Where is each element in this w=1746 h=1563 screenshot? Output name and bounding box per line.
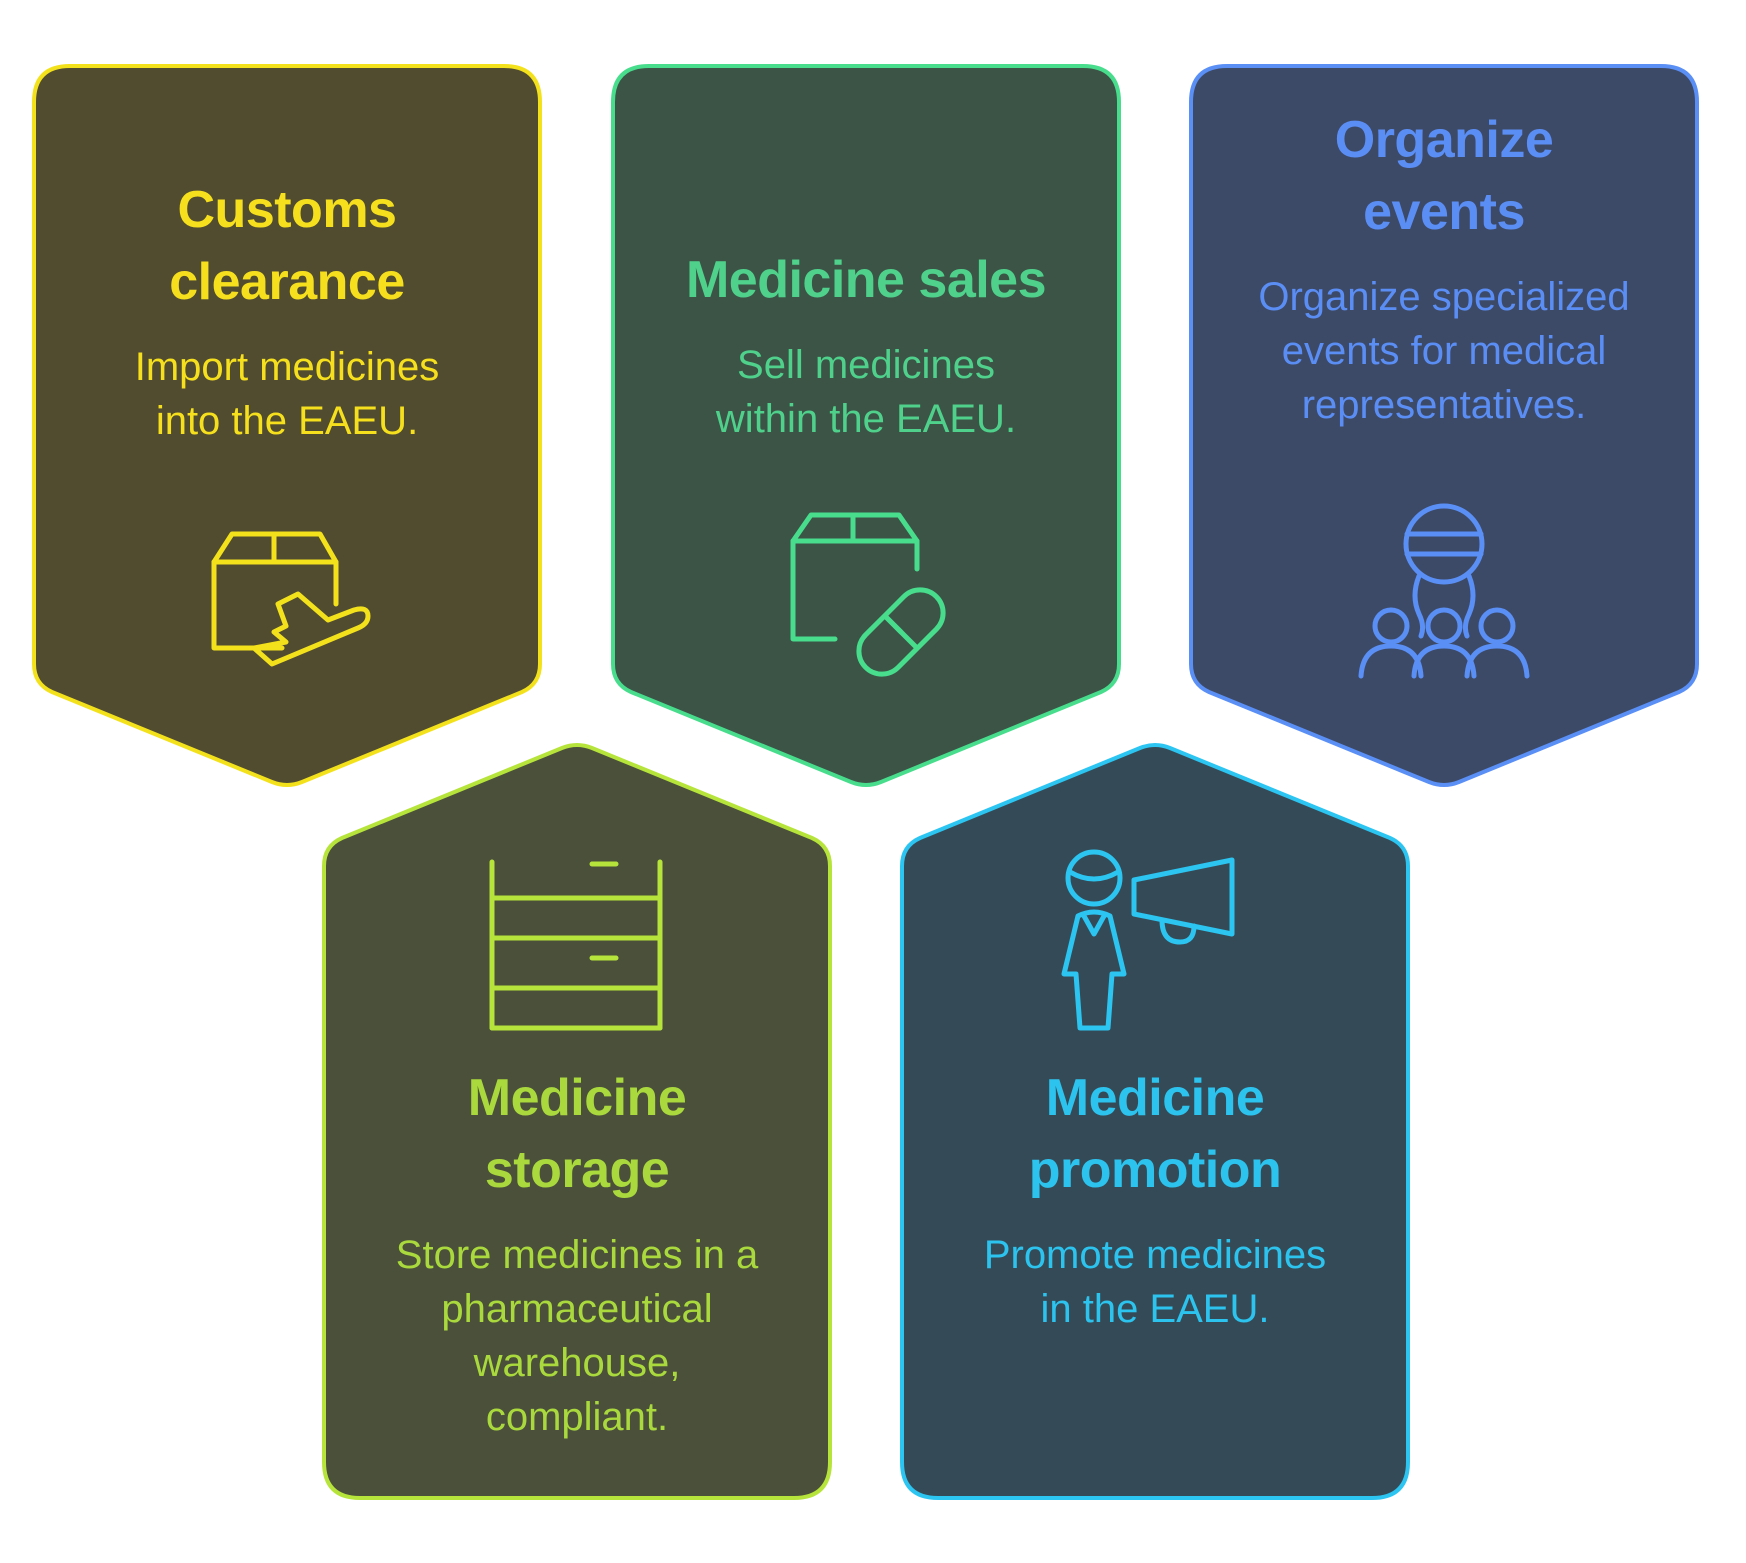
card-medicine-promotion: Medicine promotion Promote medicines in … (900, 742, 1410, 1500)
card-description: Store medicines in a pharmaceutical ware… (342, 1228, 812, 1444)
desc-line: Sell medicines (737, 343, 995, 387)
title-line: promotion (1028, 1141, 1282, 1199)
title-line: storage (484, 1141, 670, 1199)
card-organize-events: Organize events Organize specialized eve… (1189, 64, 1699, 788)
card-description: Import medicines into the EAEU. (52, 340, 522, 448)
title-line: Medicine (1045, 1069, 1265, 1127)
card-title: Medicine storage (342, 1062, 812, 1206)
title-line: Organize (1334, 111, 1554, 169)
card-description: Sell medicines within the EAEU. (631, 338, 1101, 446)
card-title: Medicine sales (631, 244, 1101, 316)
card-shape (1189, 64, 1699, 787)
card-shape (611, 64, 1121, 787)
card-medicine-storage: Medicine storage Store medicines in a ph… (322, 742, 832, 1500)
title-line: Customs (177, 181, 397, 239)
card-description: Organize specialized events for medical … (1209, 270, 1679, 432)
title-line: Medicine (467, 1069, 687, 1127)
desc-line: Organize specialized (1258, 275, 1630, 319)
card-shape (32, 64, 542, 787)
title-line: Medicine sales (685, 251, 1047, 309)
card-shape (322, 743, 832, 1500)
desc-line: Store medicines in a (395, 1233, 759, 1277)
box-airplane-icon (192, 494, 372, 674)
title-line: events (1363, 183, 1525, 241)
card-shape (900, 743, 1410, 1500)
desc-line: Import medicines (134, 345, 440, 389)
card-title: Customs clearance (52, 174, 522, 318)
shelf-cabinet-icon (486, 852, 666, 1032)
card-customs-clearance: Customs clearance Import medicines into … (32, 64, 542, 788)
card-description: Promote medicines in the EAEU. (920, 1228, 1390, 1336)
desc-line: into the EAEU. (155, 399, 419, 443)
card-title: Organize events (1209, 104, 1679, 248)
person-megaphone-icon (1052, 849, 1252, 1031)
desc-line: within the EAEU. (715, 397, 1017, 441)
desc-line: in the EAEU. (1040, 1287, 1270, 1331)
desc-line: compliant. (485, 1395, 669, 1439)
box-pill-icon (771, 499, 951, 679)
desc-line: representatives. (1301, 383, 1587, 427)
desc-line: warehouse, (473, 1341, 681, 1385)
desc-line: pharmaceutical (441, 1287, 713, 1331)
card-title: Medicine promotion (920, 1062, 1390, 1206)
title-line: clearance (169, 253, 405, 311)
desc-line: Promote medicines (983, 1233, 1327, 1277)
desc-line: events for medical (1281, 329, 1607, 373)
presenter-audience-icon (1349, 503, 1539, 694)
card-medicine-sales: Medicine sales Sell medicines within the… (611, 64, 1121, 788)
